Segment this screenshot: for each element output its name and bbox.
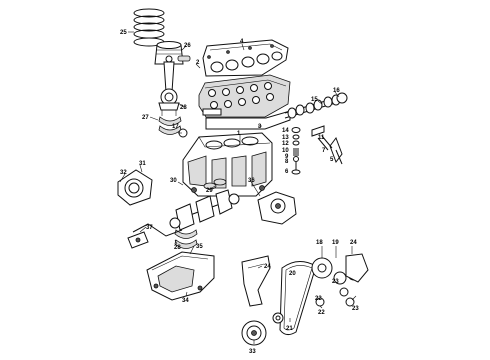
callout-27: 27 [142,115,149,121]
callout-1: 1 [237,131,241,137]
cylinder-head [198,74,291,118]
piston-and-rod [154,41,191,116]
timing-cover-upper [241,255,271,307]
callout-33: 33 [249,349,256,355]
callout-10: 10 [282,148,289,154]
piston-rings [133,8,165,47]
callout-30: 30 [170,178,177,184]
oil-pump [257,191,297,225]
callout-28b: 28 [174,245,181,251]
callout-12: 12 [282,141,289,147]
callout-32: 32 [120,170,127,176]
callout-numbers: 25 26 28 27 17 4 2 3 1 16 15 14 13 12 11… [120,30,359,355]
engine-block [182,132,273,197]
callout-17: 17 [172,124,179,130]
valve-cover [202,39,289,77]
callout-14: 14 [282,128,289,134]
callout-28: 28 [180,105,187,111]
callout-20: 20 [289,271,296,277]
crank-pulley [241,320,267,346]
callout-35: 35 [196,244,203,250]
callout-6: 6 [285,169,289,175]
callout-3: 3 [258,124,262,130]
timing-belt [279,261,317,336]
callout-21: 21 [286,326,293,332]
head-gasket [205,110,291,130]
callout-19: 19 [332,240,339,246]
callout-18: 18 [316,240,323,246]
callout-29: 29 [206,188,213,194]
main-bearings [174,229,198,249]
callout-5: 5 [330,157,334,163]
crankshaft [169,178,240,231]
callout-36: 36 [248,178,255,184]
callout-22b: 22 [315,296,322,302]
callout-37: 37 [146,225,153,231]
callout-13: 13 [282,135,289,141]
camshaft [284,92,348,119]
oil-pan [146,251,215,301]
callout-15: 15 [311,97,318,103]
callout-22: 22 [318,310,325,316]
valve-train [291,125,343,175]
callout-24: 24 [350,240,357,246]
callout-7: 7 [322,148,326,154]
crank-sprocket [272,312,284,324]
oil-pickup [127,223,183,249]
callout-9: 9 [285,154,289,160]
callout-25: 25 [120,30,127,36]
callout-26: 26 [184,43,191,49]
callout-34: 34 [182,298,189,304]
callout-2: 2 [196,60,200,66]
callout-23: 23 [332,279,339,285]
callout-31: 31 [139,161,146,167]
timing-sprocket [311,253,369,285]
idler-pulleys [315,287,355,307]
callout-24b: 24 [264,264,271,270]
callout-4: 4 [240,39,244,45]
rear-seal-retainer [117,169,153,206]
callout-23b: 23 [352,306,359,312]
callout-11: 11 [318,135,325,141]
rod-bearings [158,116,182,135]
leader-lines [119,31,357,344]
callout-8: 8 [285,159,289,165]
callout-16: 16 [333,88,340,94]
